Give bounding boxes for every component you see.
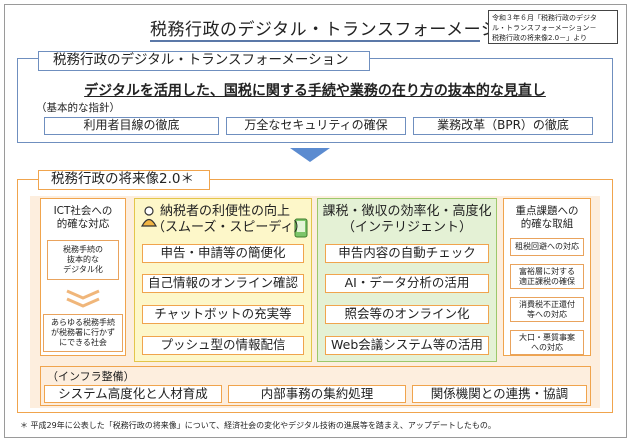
convenience-item: チャットボットの充実等 <box>142 305 304 324</box>
priority-item-line: 大口・悪質事案 <box>519 332 575 342</box>
future-vision-section <box>17 179 613 413</box>
no-visit-society-box: あらゆる税務手続 が税務署に行かず にできる社会 <box>43 314 123 352</box>
smartphone-icon <box>294 218 308 238</box>
dx-headline-text: デジタルを活用した、国税に関する手続や業務の在り方の抜本的な見直し <box>84 83 546 99</box>
down-arrow-icon <box>290 148 330 162</box>
efficiency-subtitle: （インテリジェント） <box>341 220 472 235</box>
dx-headline: デジタルを活用した、国税に関する手続や業務の在り方の抜本的な見直し <box>20 80 610 100</box>
efficiency-header: 課税・徴収の効率化・高度化 （インテリジェント） <box>317 204 497 236</box>
future-vision-tab: 税務行政の将来像2.0＊ <box>38 170 210 190</box>
convenience-item: プッシュ型の情報配信 <box>142 336 304 355</box>
title-underline <box>150 40 480 42</box>
priority-item: 租税回避への対応 <box>510 238 584 256</box>
person-icon <box>140 206 158 227</box>
infra-item: システム高度化と人材育成 <box>44 385 222 403</box>
convenience-item: 自己情報のオンライン確認 <box>142 274 304 293</box>
source-note: 令和３年６月「税務行政のデジタ ル・トランスフォーメーション－ 税務行政の将来像… <box>488 10 618 44</box>
no-visit-line: にできる社会 <box>59 338 107 347</box>
efficiency-item: 申告内容の自動チェック <box>325 244 489 263</box>
digitalization-line: 抜本的な <box>67 255 99 264</box>
ict-header-line: 的確な対応 <box>56 218 110 230</box>
dx-section-tab: 税務行政のデジタル・トランスフォーメーション <box>38 51 370 71</box>
digitalization-box: 税務手続の 抜本的な デジタル化 <box>47 240 119 280</box>
page-title: 税務行政のデジタル・トランスフォーメーション <box>150 20 534 40</box>
priority-item-line: 租税回避への対応 <box>515 242 579 251</box>
efficiency-title: 課税・徴収の効率化・高度化 <box>322 204 492 219</box>
efficiency-item: AI・データ分析の活用 <box>325 274 489 293</box>
priority-item-line: 富裕層に対する <box>519 266 575 276</box>
priority-item-line: 等への対応 <box>527 309 567 319</box>
no-visit-line: あらゆる税務手続 <box>51 318 115 327</box>
slide-frame <box>4 4 627 438</box>
convenience-title: 納税者の利便性の向上 <box>160 204 291 219</box>
principle-security: 万全なセキュリティの確保 <box>226 117 406 135</box>
priority-item: 富裕層に対する 適正課税の確保 <box>510 264 584 289</box>
ict-column-header: ICT社会への 的確な対応 <box>40 205 126 231</box>
double-chevron-down-icon <box>66 289 100 308</box>
principle-user-perspective: 利用者目線の徹底 <box>44 117 219 135</box>
source-note-line: 税務行政の将来像2.0－」より <box>492 34 587 42</box>
efficiency-item: 照会等のオンライン化 <box>325 305 489 324</box>
priority-header-line: 的確な取組 <box>520 218 574 230</box>
principle-bpr: 業務改革（BPR）の徹底 <box>413 117 593 135</box>
convenience-header: 納税者の利便性の向上 （スムーズ・スピーディ） <box>152 204 306 236</box>
digitalization-line: デジタル化 <box>63 265 103 274</box>
infrastructure-label: （インフラ整備） <box>47 370 135 383</box>
efficiency-item: Web会議システム等の活用 <box>325 336 489 355</box>
priority-item-line: 消費税不正還付 <box>519 299 575 309</box>
convenience-subtitle: （スムーズ・スピーディ） <box>152 220 307 235</box>
digitalization-line: 税務手続の <box>63 245 103 254</box>
infra-item: 内部事務の集約処理 <box>228 385 406 403</box>
priority-item: 大口・悪質事案 への対応 <box>510 330 584 355</box>
source-note-line: ル・トランスフォーメーション－ <box>492 24 597 32</box>
footnote: ＊ 平成29年に公表した「税務行政の将来像」について、経済社会の変化やデジタル技… <box>20 421 496 430</box>
convenience-item: 申告・申請等の簡便化 <box>142 244 304 263</box>
no-visit-line: が税務署に行かず <box>51 328 115 337</box>
priority-issues-header: 重点課題への 的確な取組 <box>503 205 591 231</box>
priority-header-line: 重点課題への <box>515 205 579 217</box>
priority-item-line: 適正課税の確保 <box>519 276 575 286</box>
basic-principles-label: （基本的な指針） <box>36 102 120 114</box>
ict-header-line: ICT社会への <box>53 205 113 217</box>
infra-item: 関係機関との連携・協調 <box>412 385 587 403</box>
priority-item: 消費税不正還付 等への対応 <box>510 297 584 322</box>
priority-item-line: への対応 <box>531 342 563 352</box>
source-note-line: 令和３年６月「税務行政のデジタ <box>492 14 597 22</box>
